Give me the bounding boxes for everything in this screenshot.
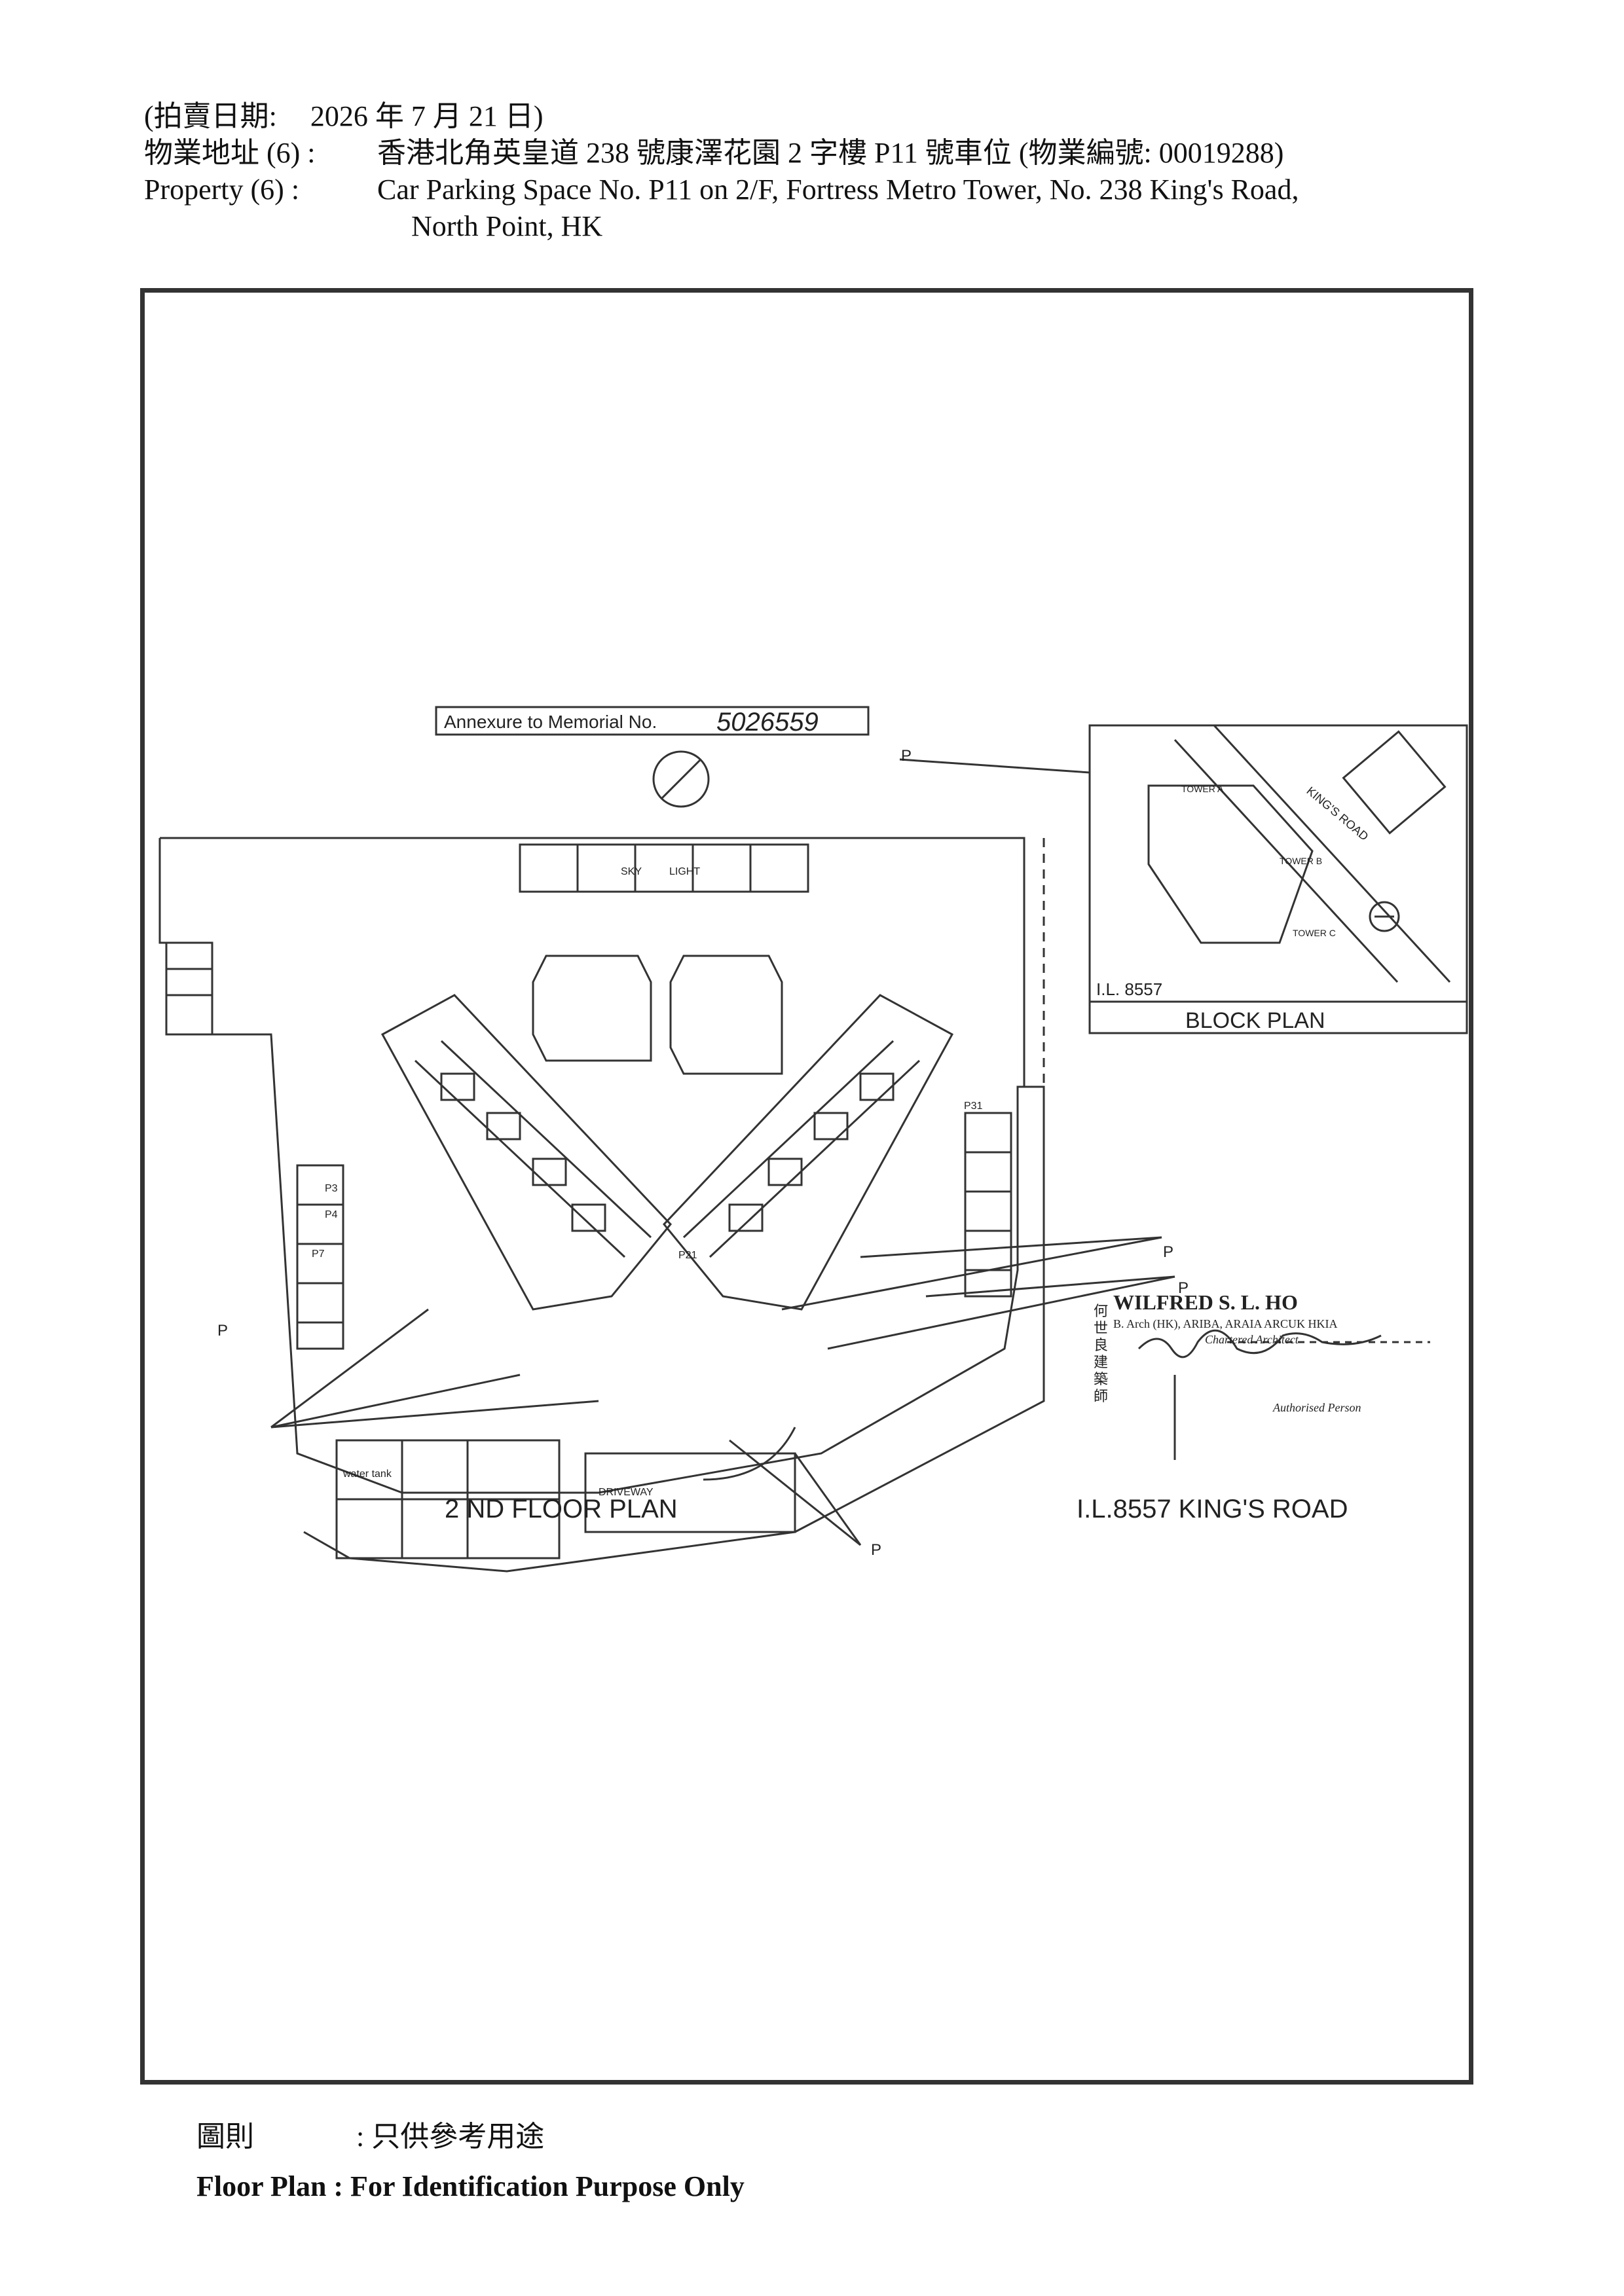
architect-cn-5: 築 xyxy=(1094,1371,1108,1387)
architect-cn-1: 何 xyxy=(1094,1303,1108,1319)
parking-label-p4: P4 xyxy=(325,1209,338,1220)
block-plan-tower-c: TOWER C xyxy=(1293,928,1336,938)
architect-cn-3: 良 xyxy=(1094,1337,1108,1353)
block-plan-title: BLOCK PLAN xyxy=(1185,1008,1325,1033)
room-label-water-tank: water tank xyxy=(342,1468,392,1480)
block-north-icon xyxy=(1369,901,1400,932)
floor-plan-title: 2 ND FLOOR PLAN xyxy=(445,1495,678,1523)
pointer-right-1: P xyxy=(1163,1243,1173,1261)
auction-date-label: (拍賣日期: xyxy=(144,100,277,132)
pointer-right-2: P xyxy=(1178,1279,1189,1297)
auction-date-line: (拍賣日期: 2026 年 7 月 21 日) xyxy=(144,98,544,135)
north-arrow-icon xyxy=(652,750,710,808)
parking-bays-left xyxy=(296,1164,344,1350)
tower-wing-left xyxy=(380,994,672,1311)
property-en-value-1: Car Parking Space No. P11 on 2/F, Fortre… xyxy=(377,173,1299,206)
parking-label-p21: P21 xyxy=(678,1250,697,1261)
block-plan-tower-b: TOWER B xyxy=(1280,856,1322,866)
address-zh-label: 物業地址 (6) : xyxy=(144,137,316,169)
parking-label-p3: P3 xyxy=(325,1183,338,1194)
architect-title: Chartered Architect xyxy=(1205,1333,1299,1346)
lift-core xyxy=(532,955,652,1062)
block-plan-lot: I.L. 8557 xyxy=(1096,979,1162,999)
architect-cn-4: 建 xyxy=(1094,1354,1108,1370)
parking-label-p7: P7 xyxy=(312,1248,325,1260)
address-zh-value: 香港北角英皇道 238 號康澤花園 2 字樓 P11 號車位 (物業編號: 00… xyxy=(377,137,1284,169)
annexure-number: 5026559 xyxy=(716,708,819,737)
skylight-right: LIGHT xyxy=(669,866,700,877)
annexure-label: Annexure to Memorial No. xyxy=(444,712,657,732)
lot-road-caption: I.L.8557 KING'S ROAD xyxy=(1077,1495,1348,1523)
pointer-bottom: P xyxy=(871,1541,881,1559)
architect-role: Authorised Person xyxy=(1272,1401,1361,1414)
footer-zh-label: 圖則 xyxy=(196,2121,254,2153)
parking-label-p31: P31 xyxy=(964,1101,983,1112)
architect-credentials: B. Arch (HK), ARIBA, ARAIA ARCUK HKIA xyxy=(1113,1317,1338,1331)
pointer-left: P xyxy=(217,1322,228,1339)
footer-note-en: Floor Plan : For Identification Purpose … xyxy=(196,2170,745,2202)
ramp-left xyxy=(165,941,213,1036)
property-en-label: Property (6) : xyxy=(144,173,300,206)
driveway-curve xyxy=(703,1427,796,1481)
block-plan-tower-a: TOWER A xyxy=(1181,784,1224,794)
block-plan-site xyxy=(1147,784,1314,944)
footer-note-zh: 圖則 : 只供參考用途 xyxy=(196,2119,544,2155)
architect-cn-6: 師 xyxy=(1094,1388,1108,1404)
plan-frame xyxy=(140,288,1473,2085)
address-zh-line: 物業地址 (6) : 香港北角英皇道 238 號康澤花園 2 字樓 P11 號車位… xyxy=(144,135,1283,172)
auction-date-value: 2026 年 7 月 21 日) xyxy=(310,100,544,132)
skylight-left: SKY xyxy=(621,866,642,877)
block-plan-box xyxy=(1088,724,1468,1034)
architect-name: WILFRED S. L. HO xyxy=(1113,1290,1298,1314)
room-label-driveway: DRIVEWAY xyxy=(599,1487,654,1498)
skylight-block xyxy=(519,843,809,893)
pointer-top: P xyxy=(901,747,912,765)
annexure-box xyxy=(435,706,870,736)
property-en-value-2: North Point, HK xyxy=(411,210,603,242)
tower-wing-right xyxy=(663,994,954,1311)
footer-zh-value: : 只供參考用途 xyxy=(356,2121,545,2153)
property-en-line: Property (6) : Car Parking Space No. P11 … xyxy=(144,172,1299,208)
floor-plan-drawing: Annexure to Memorial No. 5026559 SKY LIG… xyxy=(158,706,1468,1573)
parking-bays-right xyxy=(964,1112,1012,1298)
architect-cn-2: 世 xyxy=(1094,1320,1108,1336)
